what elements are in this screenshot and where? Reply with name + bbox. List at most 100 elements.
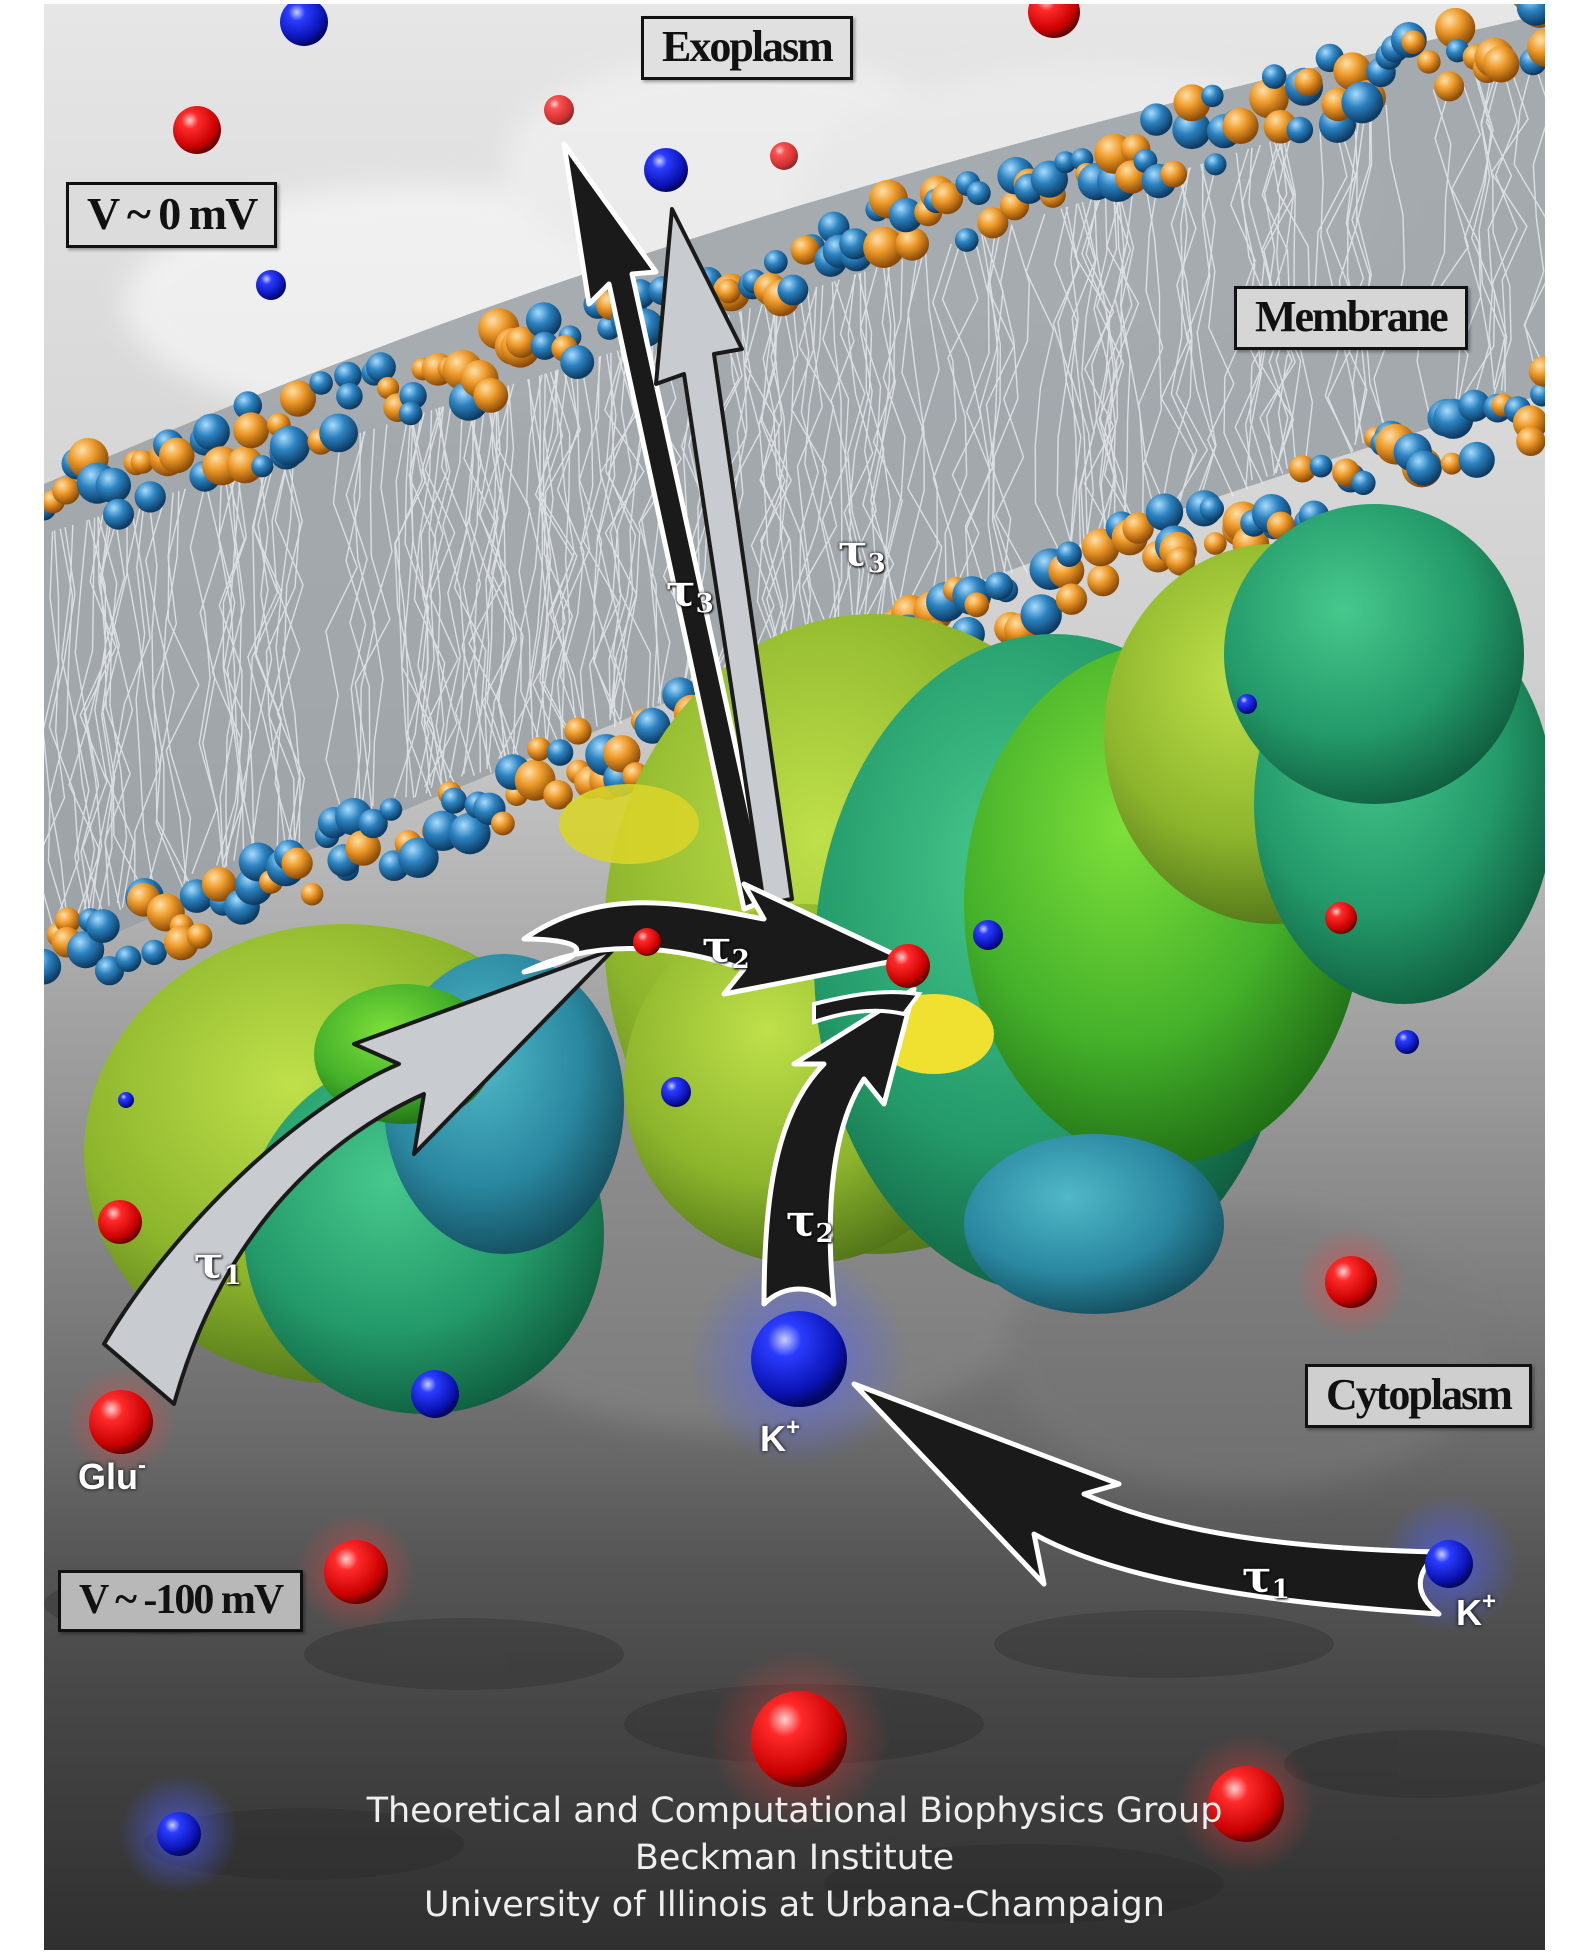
lipid-head	[527, 737, 552, 761]
lipid-tail	[1074, 198, 1111, 544]
lipid-head	[115, 945, 142, 972]
lipid-tail	[964, 233, 999, 585]
lipid-tail	[822, 281, 843, 641]
lipid-head	[1199, 496, 1225, 521]
lipid-tail	[1070, 203, 1095, 549]
lipid-head	[449, 812, 491, 855]
lipid-tail	[932, 243, 959, 596]
lipid-tail	[74, 517, 96, 916]
lipid-tail	[1170, 167, 1198, 508]
lipid-tail	[1052, 208, 1080, 555]
lipid-tail	[1093, 194, 1117, 539]
lipid-tail	[1203, 158, 1235, 497]
lipid-head	[863, 226, 905, 268]
lipid-tail	[1352, 109, 1373, 439]
lipid-tail	[1196, 163, 1217, 502]
lipid-tail	[94, 511, 135, 908]
lipid-tail	[941, 240, 982, 593]
lipid-tail	[271, 455, 306, 844]
lipid-head	[954, 228, 979, 252]
lipid-tail	[250, 461, 282, 850]
label-membrane: Membrane	[1234, 286, 1468, 350]
lipid-tail	[1081, 195, 1117, 540]
lipid-head	[226, 446, 264, 484]
lipid-head	[543, 780, 573, 810]
lipid-tail	[219, 472, 247, 862]
arrow-tau2-low	[761, 986, 917, 1307]
lipid-head	[1145, 493, 1184, 531]
lipid-tail	[995, 224, 1031, 574]
lipid-tail	[265, 458, 301, 846]
lipid-tail	[992, 224, 1019, 574]
lipid-tail	[352, 431, 376, 815]
lipid-tail	[112, 505, 151, 902]
lipid-tail	[1071, 203, 1096, 549]
lipid-tail	[1488, 67, 1518, 390]
lipid-head	[365, 352, 396, 383]
lipid-head	[763, 250, 788, 274]
lipid-head	[1516, 4, 1545, 26]
lipid-tail	[759, 299, 795, 661]
arrow-tau2-stroke	[812, 990, 923, 1025]
lipid-head	[300, 882, 324, 906]
lipid-tail	[267, 456, 303, 844]
credits-line-2: Beckman Institute	[634, 1838, 955, 1878]
lipid-tail	[1451, 80, 1482, 406]
lipid-head	[564, 717, 592, 745]
lipid-head	[473, 378, 509, 413]
lipid-head	[1530, 382, 1545, 407]
lipid-head	[193, 413, 230, 451]
lipid-tail	[345, 432, 367, 817]
lipid-head	[52, 476, 80, 505]
lipid-head	[1140, 103, 1173, 136]
lipid-tail	[1478, 68, 1506, 392]
arrows	[102, 141, 1442, 1617]
lipid-tail	[1416, 89, 1452, 416]
lipid-tail	[490, 385, 524, 761]
label-cytoplasm: Cytoplasm	[1305, 1364, 1532, 1428]
lipid-tail	[1373, 104, 1406, 434]
label-v-top: V ~ 0 mV	[66, 182, 278, 248]
lipid-head	[1528, 356, 1545, 387]
lipid-head	[44, 948, 62, 985]
lipid-tail	[1430, 83, 1470, 410]
lipid-tail	[582, 355, 620, 727]
tau2-top-label: τ2	[702, 922, 750, 975]
lipid-tail	[1114, 185, 1144, 528]
lipid-head	[491, 811, 515, 836]
lipid-tail	[798, 286, 838, 646]
lipid-head	[1434, 71, 1465, 102]
lipid-tail	[74, 520, 100, 919]
lipid-tail	[556, 365, 585, 739]
lipid-head	[839, 228, 871, 260]
lipid-head	[1055, 583, 1088, 615]
lipid-head	[336, 382, 363, 410]
tau1-right-label: τ1	[1242, 1552, 1290, 1605]
lipid-head	[319, 413, 358, 453]
lipid-tail	[798, 292, 819, 653]
lipid-tail	[859, 267, 895, 624]
lipid-head	[888, 197, 924, 233]
lipid-tail	[144, 500, 165, 895]
lipid-head	[54, 907, 81, 934]
lipid-tail	[454, 398, 480, 776]
lipid-tail	[1099, 190, 1133, 534]
lipid-tail	[430, 408, 451, 788]
lipid-tail	[772, 294, 812, 655]
lipid-tail	[487, 385, 521, 762]
lipid-head	[233, 391, 262, 420]
lipid-heads-upper	[44, 4, 1545, 530]
lipid-head	[634, 707, 671, 744]
lipid-tail	[530, 375, 550, 750]
lipid-head	[334, 361, 362, 390]
lipid-tail	[607, 350, 637, 721]
lipid-head	[440, 787, 467, 814]
lipid-tail	[468, 392, 507, 769]
lipid-head	[130, 450, 155, 474]
lipid-tail	[579, 362, 597, 734]
lipid-tail	[1324, 120, 1357, 452]
figure-frame: Exoplasm V ~ 0 mV Membrane Cytoplasm V ~…	[44, 4, 1545, 1950]
lipid-head	[309, 371, 333, 395]
lipid-head	[233, 412, 269, 449]
lipid-tail	[821, 280, 855, 640]
